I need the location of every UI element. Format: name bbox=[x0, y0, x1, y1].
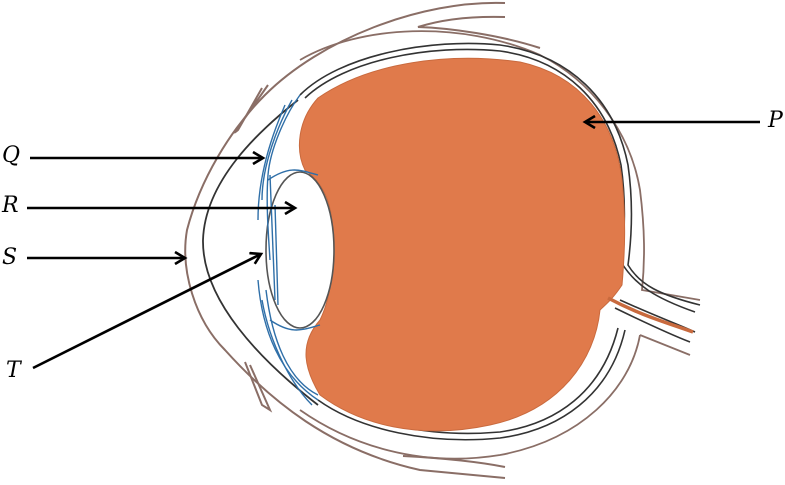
cornea bbox=[202, 99, 319, 406]
label-q: Q bbox=[2, 143, 21, 168]
label-t: T bbox=[6, 358, 21, 383]
label-r: R bbox=[2, 193, 19, 218]
optic-nerve bbox=[607, 296, 694, 334]
eyelid-outline bbox=[184, 1, 541, 479]
label-p: P bbox=[768, 108, 783, 133]
lens bbox=[265, 171, 335, 329]
iris-ciliary-body bbox=[257, 94, 321, 406]
vitreous-body bbox=[298, 57, 626, 432]
label-s: S bbox=[2, 245, 18, 270]
label-arrows bbox=[27, 122, 760, 370]
arrow-t bbox=[32, 254, 261, 370]
sclera-outline bbox=[299, 30, 701, 460]
retina-layers bbox=[299, 42, 701, 441]
